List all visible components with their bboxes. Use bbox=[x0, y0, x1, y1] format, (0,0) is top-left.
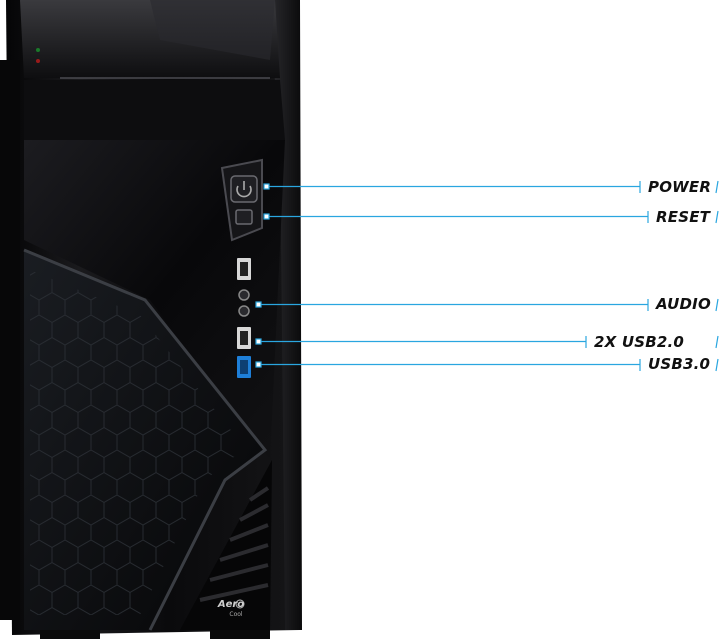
audio-jack-icon[interactable] bbox=[238, 289, 250, 317]
callout-label-reset: RESET bbox=[656, 208, 711, 226]
power-led bbox=[36, 59, 40, 63]
front-panel bbox=[24, 140, 285, 460]
usb-port-icon[interactable] bbox=[237, 327, 251, 349]
aerocool-logo-icon bbox=[235, 599, 245, 609]
power-icon[interactable] bbox=[230, 175, 258, 203]
brand-logo: Aero Cool bbox=[201, 600, 261, 620]
case-foot-right bbox=[210, 630, 270, 639]
callout-label-usb3: USB3.0 bbox=[648, 355, 711, 373]
hdd-led bbox=[36, 48, 40, 52]
case-left-edge bbox=[0, 60, 20, 620]
upper-front-panel bbox=[24, 80, 285, 140]
callout-leaders bbox=[255, 180, 719, 372]
callout-label-usb2: 2X USB2.0 bbox=[594, 333, 685, 351]
usb3-port-icon[interactable] bbox=[237, 356, 251, 378]
callout-label-power: POWER bbox=[648, 178, 712, 196]
brand-sub: Cool bbox=[229, 611, 243, 618]
lower-vents bbox=[180, 460, 272, 630]
top-highlight bbox=[150, 0, 275, 60]
window-frame bbox=[23, 248, 268, 631]
callout-label-audio: AUDIO bbox=[656, 295, 711, 313]
case-right-side bbox=[268, 0, 302, 630]
brand-name: Aero bbox=[217, 599, 245, 610]
case-foot-left bbox=[40, 630, 100, 639]
usb-port-icon[interactable] bbox=[237, 258, 251, 280]
hex-mesh-pattern bbox=[30, 270, 245, 615]
reset-button-icon[interactable] bbox=[235, 209, 253, 225]
